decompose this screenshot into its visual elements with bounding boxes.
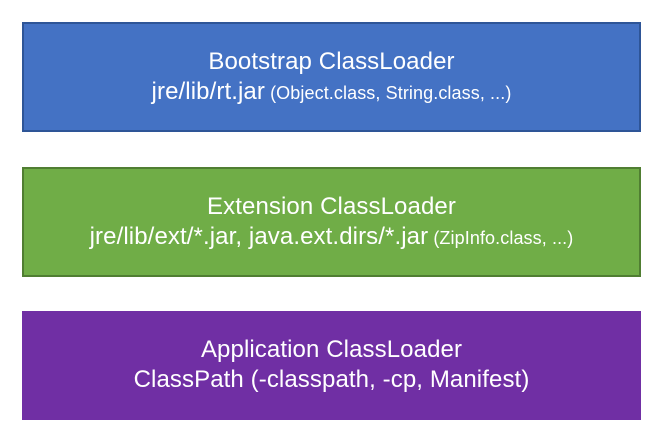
extension-classloader-path: jre/lib/ext/*.jar, java.ext.dirs/*.jar [89, 222, 429, 250]
bootstrap-classloader-box: Bootstrap ClassLoader jre/lib/rt.jar(Obj… [22, 22, 641, 132]
application-classloader-box: Application ClassLoader ClassPath (-clas… [22, 311, 641, 420]
application-classloader-title: Application ClassLoader [200, 336, 463, 363]
bootstrap-classloader-title: Bootstrap ClassLoader [208, 47, 455, 75]
extension-classloader-title: Extension ClassLoader [207, 192, 456, 220]
application-classloader-subtitle: ClassPath (-classpath, -cp, Manifest) [134, 365, 530, 396]
application-classloader-path: ClassPath (-classpath, -cp, Manifest) [133, 366, 530, 393]
bootstrap-classloader-subtitle: jre/lib/rt.jar(Object.class, String.clas… [152, 77, 512, 108]
extension-classloader-box: Extension ClassLoader jre/lib/ext/*.jar,… [22, 167, 641, 277]
extension-classloader-subtitle: jre/lib/ext/*.jar, java.ext.dirs/*.jar(Z… [90, 222, 574, 253]
extension-classloader-examples: (ZipInfo.class, ...) [433, 227, 574, 248]
bootstrap-classloader-path: jre/lib/rt.jar [151, 77, 265, 105]
bootstrap-classloader-examples: (Object.class, String.class, ...) [270, 82, 512, 103]
